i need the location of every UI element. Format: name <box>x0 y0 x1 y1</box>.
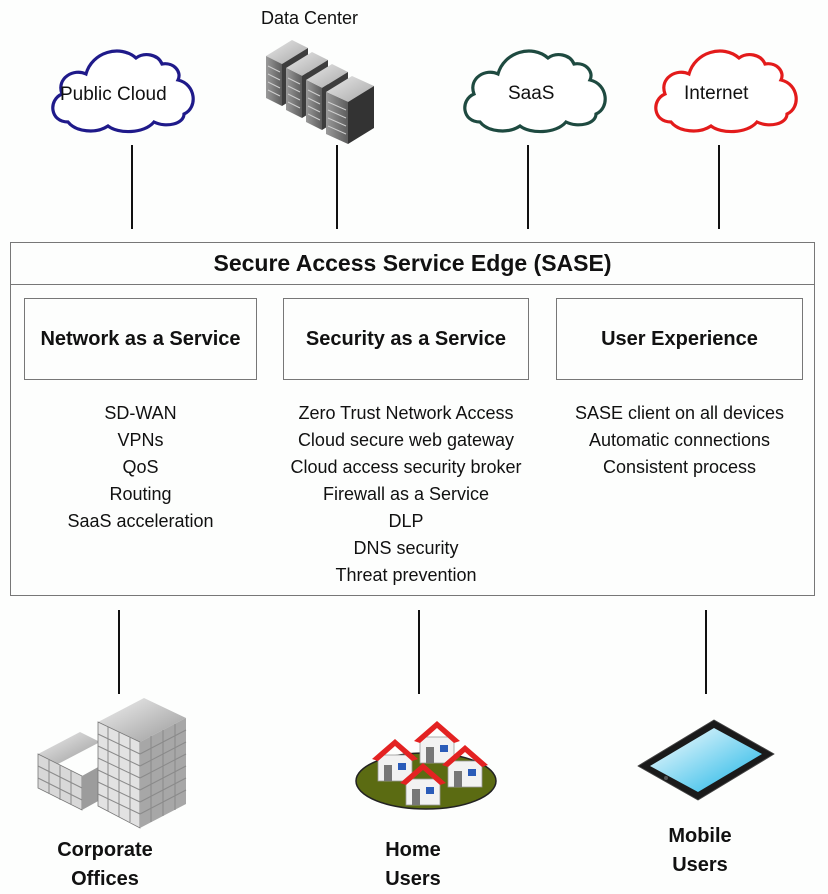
list-item: Routing <box>109 484 172 504</box>
corporate-offices-label: Corporate Offices <box>40 836 170 894</box>
saas-node <box>458 38 618 138</box>
corporate-offices-node <box>34 692 190 830</box>
connector-line <box>718 145 720 229</box>
connector-line <box>118 610 120 694</box>
data-center-node <box>262 36 380 148</box>
public-cloud-node <box>46 38 206 138</box>
home-users-label-line1: Home <box>385 839 441 861</box>
building-windows <box>37 724 187 822</box>
office-building-icon <box>37 698 187 829</box>
list-item: Threat prevention <box>335 565 477 585</box>
houses-icon <box>355 721 497 810</box>
corporate-offices-label-line2: Offices <box>71 868 139 890</box>
pillar-security-as-a-service: Security as a Service <box>283 298 529 380</box>
house <box>442 745 488 788</box>
home-users-node <box>352 715 502 815</box>
home-users-label: Home Users <box>363 836 463 894</box>
pillar-user-experience: User Experience <box>556 298 803 380</box>
saas-label: SaaS <box>508 83 555 104</box>
list-item: VPNs <box>117 430 164 450</box>
sase-container: Secure Access Service Edge (SASE) Networ… <box>10 242 815 596</box>
list-item: Automatic connections <box>588 430 771 450</box>
connector-line <box>131 145 133 229</box>
list-item: SASE client on all devices <box>574 403 785 423</box>
server-unit <box>326 76 374 144</box>
home-users-label-line2: Users <box>385 868 441 890</box>
public-cloud-label: Public Cloud <box>60 84 167 105</box>
data-center-label: Data Center <box>261 8 359 28</box>
mobile-users-node <box>636 718 776 802</box>
house <box>372 739 418 782</box>
connector-line <box>527 145 529 229</box>
list-item: SaaS acceleration <box>67 511 214 531</box>
list-item: Consistent process <box>602 457 757 477</box>
connector-line <box>418 610 420 694</box>
security-features-list: Zero Trust Network Access Cloud secure w… <box>273 400 539 589</box>
list-item: SD-WAN <box>104 403 177 423</box>
list-item: Firewall as a Service <box>322 484 490 504</box>
mobile-users-label-line1: Mobile <box>668 825 732 847</box>
mobile-users-label: Mobile Users <box>650 822 750 880</box>
corporate-offices-label-line1: Corporate <box>57 839 153 861</box>
server-vents <box>267 65 347 135</box>
cloud-icon <box>463 49 607 134</box>
house <box>400 763 446 806</box>
connector-line <box>336 145 338 229</box>
list-item: Zero Trust Network Access <box>298 403 514 423</box>
list-item: Cloud secure web gateway <box>297 430 515 450</box>
list-item: QoS <box>122 457 159 477</box>
list-item: DLP <box>388 511 424 531</box>
cloud-icon <box>51 49 195 134</box>
network-features-list: SD-WAN VPNs QoS Routing SaaS acceleratio… <box>24 400 257 535</box>
pillar-network-as-a-service: Network as a Service <box>24 298 257 380</box>
sase-title: Secure Access Service Edge (SASE) <box>11 243 814 285</box>
cloud-icon <box>654 49 798 134</box>
user-experience-list: SASE client on all devices Automatic con… <box>556 400 803 481</box>
list-item: DNS security <box>353 538 459 558</box>
internet-node <box>649 38 809 138</box>
tablet-icon <box>637 719 775 801</box>
server-rack-icon <box>266 40 374 144</box>
list-item: Cloud access security broker <box>290 457 522 477</box>
mobile-users-label-line2: Users <box>672 854 728 876</box>
internet-label: Internet <box>684 83 749 104</box>
connector-line <box>705 610 707 694</box>
house <box>414 721 460 764</box>
